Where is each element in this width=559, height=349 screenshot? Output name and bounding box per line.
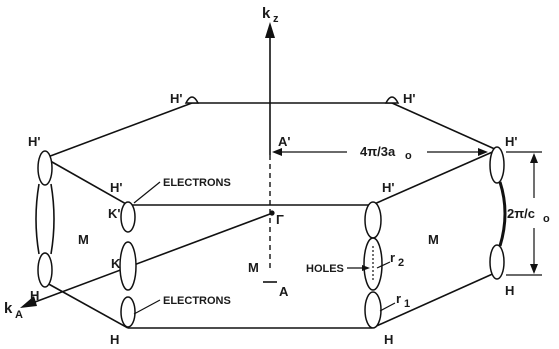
electrons-top-leader xyxy=(133,181,161,204)
m-left-label: M xyxy=(78,232,89,247)
electrons-top-label: ELECTRONS xyxy=(163,177,231,189)
height-arrow-down-head xyxy=(530,264,538,274)
h-front-right-label: H xyxy=(384,332,393,347)
height-dimension-subscript: o xyxy=(543,213,550,225)
r2-leader xyxy=(376,261,391,269)
a-prime-label: A' xyxy=(278,134,290,149)
r1-label: r xyxy=(396,291,401,306)
kz-label: k xyxy=(262,5,271,22)
h-right-label: H xyxy=(505,283,514,298)
m-right-label: M xyxy=(428,232,439,247)
h-front-left-label: H xyxy=(110,332,119,347)
ka-axis xyxy=(34,213,271,303)
r2-subscript: 2 xyxy=(398,257,404,269)
back-right-lens xyxy=(384,96,400,104)
back-left-lens xyxy=(184,96,200,104)
ka-label: k xyxy=(4,300,13,317)
kz-arrowhead xyxy=(265,22,275,38)
holes-leader-head xyxy=(362,265,370,271)
ka-subscript: A xyxy=(15,309,23,321)
left-neck-line-1 xyxy=(35,183,40,255)
r1-subscript: 1 xyxy=(404,298,410,310)
electrons-bottom-leader xyxy=(133,299,161,315)
width-arrow-left-head xyxy=(272,148,282,156)
h-prime-left-label: H' xyxy=(28,134,40,149)
top-edge-front-right xyxy=(371,149,498,206)
m-center-label: M xyxy=(248,260,259,275)
top-edge-right xyxy=(391,102,498,151)
h-prime-front-left-label: H' xyxy=(110,180,122,195)
right-top-ellipse xyxy=(489,146,505,184)
h-prime-front-right-label: H' xyxy=(382,180,394,195)
gamma-point-dot xyxy=(269,210,275,216)
h-prime-top-right-label: H' xyxy=(403,91,415,106)
gamma-label: Γ xyxy=(276,212,284,227)
k-prime-label: K' xyxy=(108,206,120,221)
r1-leader xyxy=(379,302,396,312)
left-bottom-ellipse xyxy=(37,252,53,288)
hole-ellipse-top xyxy=(364,201,382,239)
left-neck-line-2 xyxy=(50,183,55,255)
width-arrow-right-head xyxy=(478,148,488,156)
left-top-ellipse xyxy=(37,150,53,186)
k-label: K xyxy=(111,256,121,271)
a-label: A xyxy=(279,284,289,299)
width-dimension-subscript: o xyxy=(405,150,412,162)
right-neck-line xyxy=(498,181,507,247)
bottom-edge-front-left xyxy=(44,281,129,329)
top-edge-left xyxy=(44,102,193,159)
top-edge-front-left xyxy=(44,157,129,206)
h-prime-right-label: H' xyxy=(505,134,517,149)
h-left-label: H xyxy=(30,288,39,303)
electron-ellipse-top xyxy=(120,201,136,233)
ka-arrowhead xyxy=(20,296,37,308)
h-prime-top-left-label: H' xyxy=(170,91,182,106)
electrons-bottom-label: ELECTRONS xyxy=(163,295,231,307)
height-arrow-up-head xyxy=(530,153,538,163)
kz-subscript: z xyxy=(273,13,279,25)
right-bottom-ellipse xyxy=(489,244,505,280)
electron-ellipse-middle xyxy=(119,241,137,291)
width-dimension-label: 4π/3a xyxy=(360,144,396,159)
electron-ellipse-bottom xyxy=(120,296,136,328)
holes-label: HOLES xyxy=(306,263,344,275)
hole-ellipse-bottom xyxy=(364,291,382,329)
r2-label: r xyxy=(390,250,395,265)
width-label-bg xyxy=(347,142,427,160)
bottom-edge-front-right xyxy=(371,271,498,329)
height-dimension-label: 2π/c xyxy=(507,206,535,221)
